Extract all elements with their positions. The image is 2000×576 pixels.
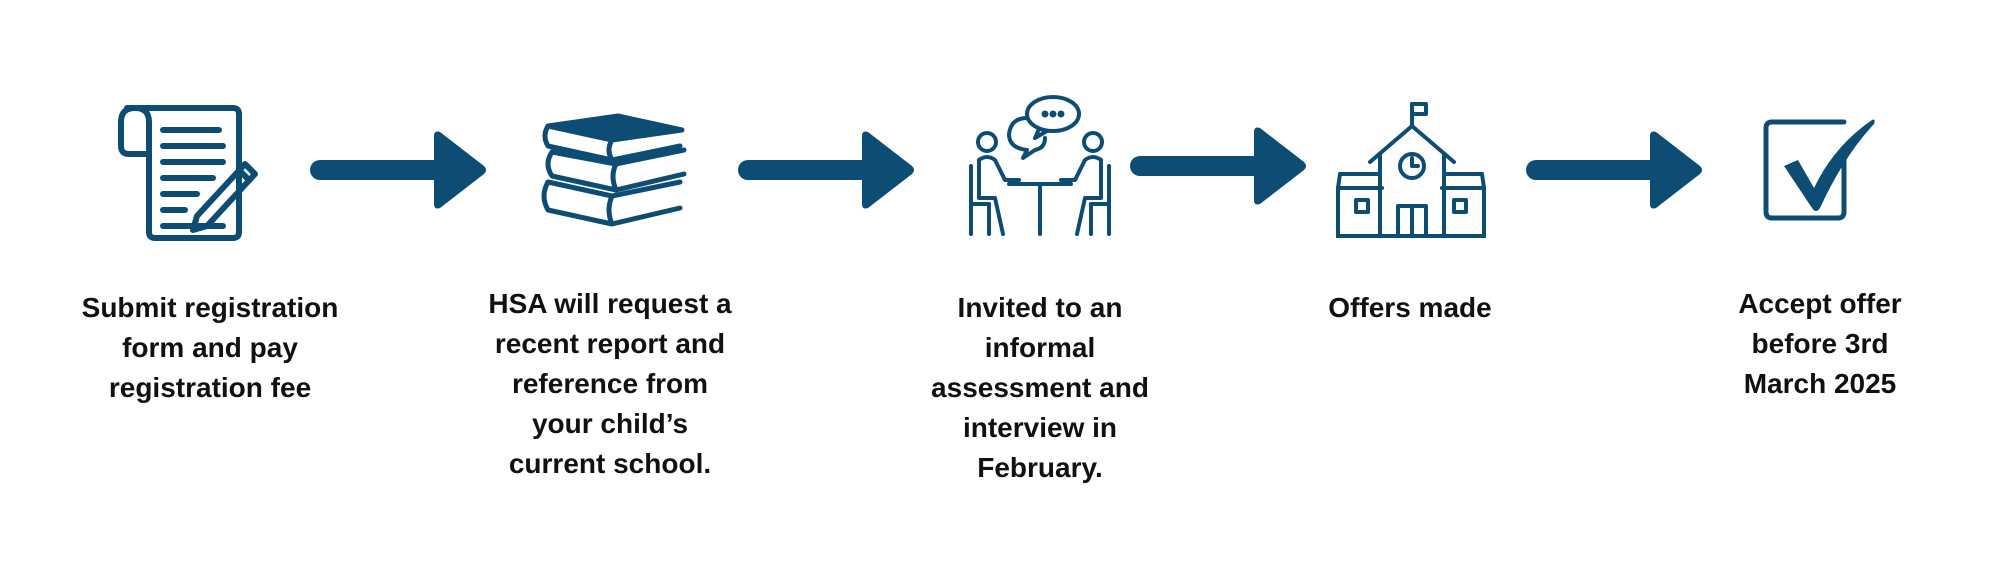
arrow-right-icon <box>1526 130 1706 210</box>
arrow-right-icon <box>738 130 918 210</box>
school-building-icon <box>1336 100 1486 240</box>
step-4-label: Offers made <box>1328 292 1492 323</box>
stacked-books-icon <box>540 112 690 230</box>
step-5-label: Accept offer before 3rd March 2025 <box>1738 288 1902 399</box>
step-2-label: HSA will request a recent report and ref… <box>488 288 732 479</box>
arrow-right-icon <box>1130 126 1310 206</box>
interview-conversation-icon <box>965 94 1115 244</box>
document-pen-icon <box>105 102 265 242</box>
step-1-label: Submit registration form and pay registr… <box>81 292 339 403</box>
checkbox-check-icon <box>1760 116 1880 224</box>
arrow-right-icon <box>310 130 490 210</box>
step-3-label: Invited to an informal assessment and in… <box>931 292 1149 483</box>
